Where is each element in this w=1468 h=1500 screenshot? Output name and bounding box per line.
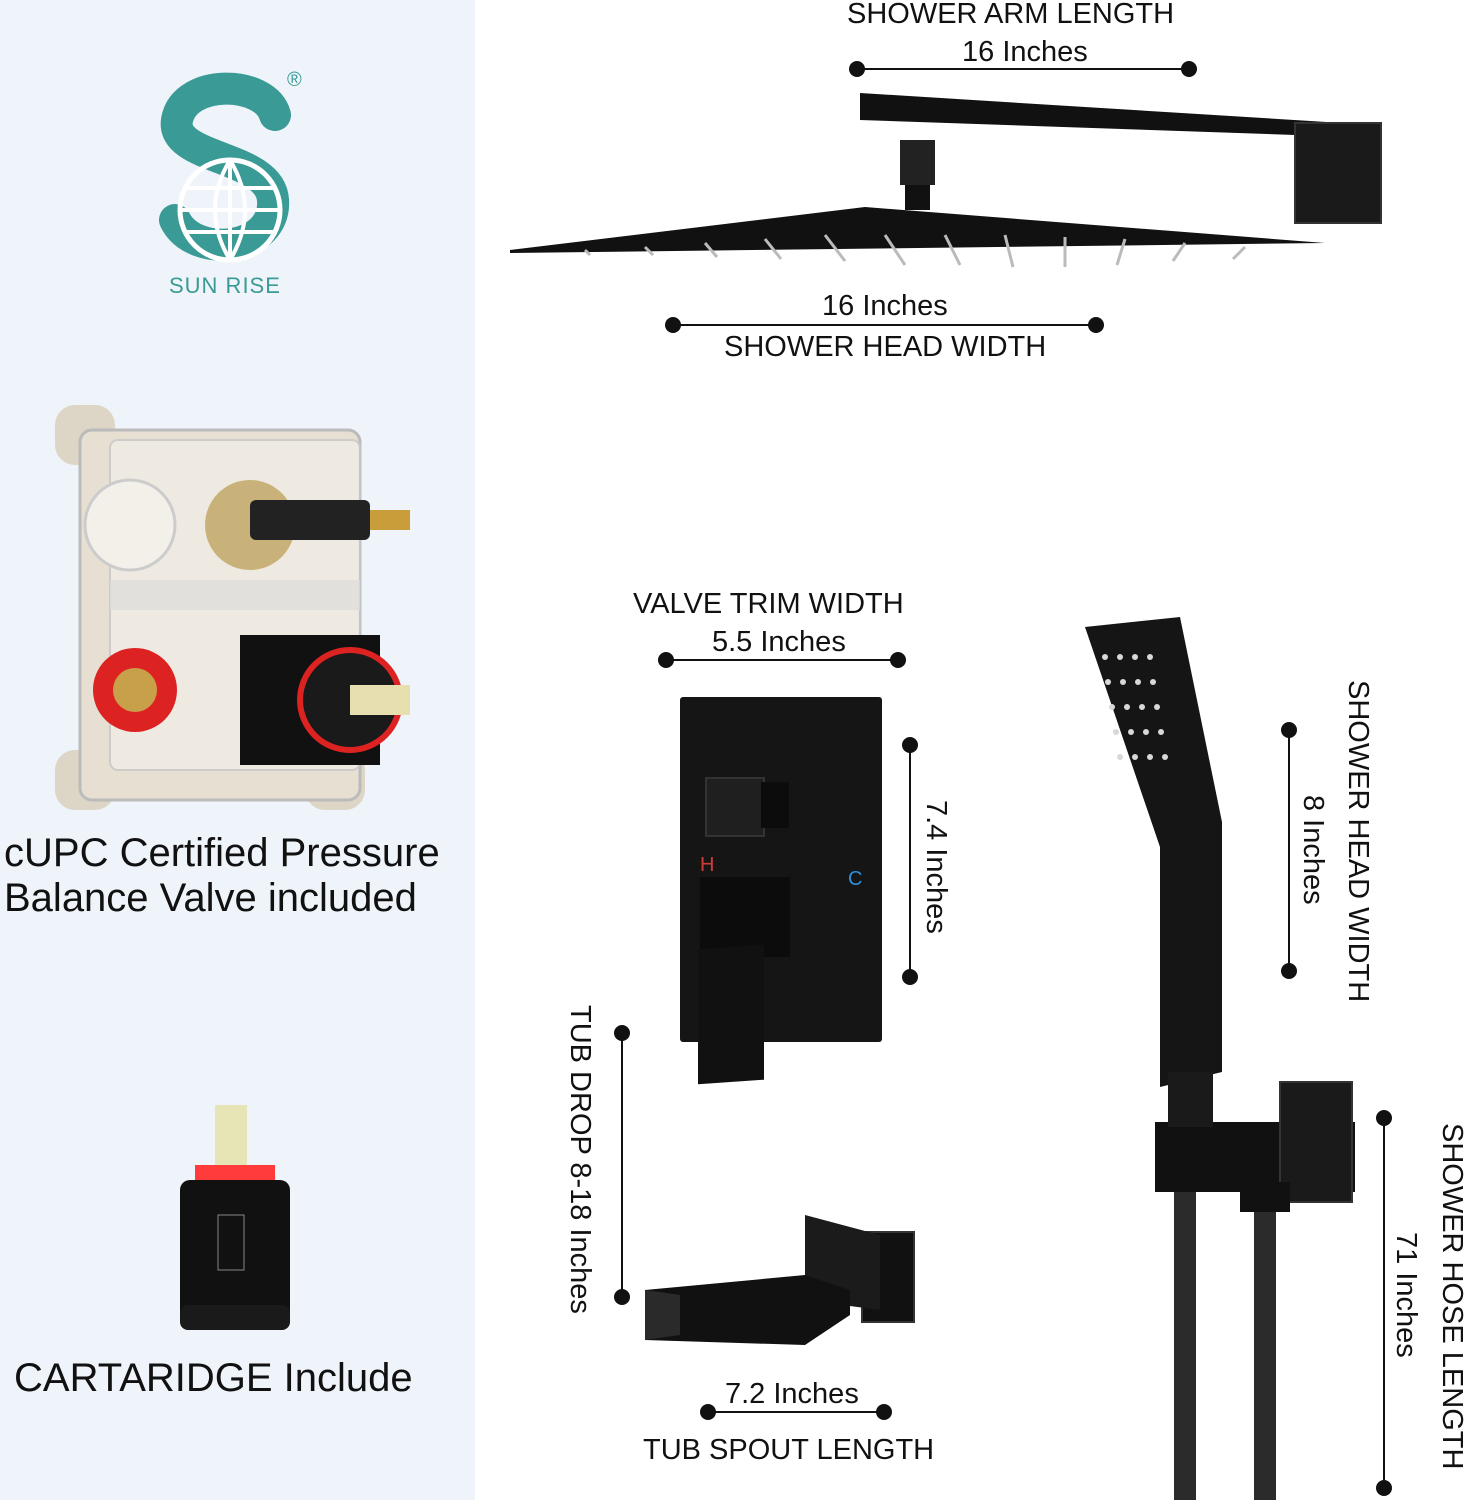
- cartridge-image: [170, 1105, 300, 1335]
- hand-shower-dimension-start: [1281, 722, 1297, 738]
- tub-spout-icon: [645, 1215, 915, 1345]
- shower-head-dimension-line: [673, 324, 1096, 326]
- valve-handle-lever: [698, 944, 764, 1085]
- sunrise-logo-icon: [159, 72, 291, 263]
- rain-shower-head-icon: [510, 93, 1382, 268]
- rain-shower-head-image: [505, 85, 1385, 285]
- valve-box-image: [50, 400, 420, 815]
- hot-marker: H: [700, 854, 715, 876]
- shower-arm-dimension-line: [857, 68, 1189, 70]
- shower-arm-value: 16 Inches: [962, 36, 1088, 68]
- tub-spout-image: [640, 1210, 920, 1350]
- shower-head-label: SHOWER HEAD WIDTH: [724, 331, 1047, 363]
- valve-trim-dimension-end: [890, 652, 906, 668]
- cartridge-caption: CARTARIDGE Include: [14, 1356, 413, 1400]
- valve-handle: [700, 877, 790, 957]
- hose-dimension-line: [1383, 1118, 1385, 1490]
- shower-arm-dimension-end: [1181, 61, 1197, 77]
- tub-spout-value: 7.2 Inches: [725, 1378, 859, 1410]
- brand-logo: ® SUN RISE: [159, 69, 315, 300]
- diverter-knob: [705, 777, 765, 837]
- registered-mark: ®: [287, 69, 302, 91]
- hose-dimension-start: [1376, 1110, 1392, 1126]
- tub-spout-dimension-start: [700, 1404, 716, 1420]
- hose-dimension-end: [1376, 1480, 1392, 1496]
- hand-shower-dimension-line: [1288, 730, 1290, 972]
- valve-trim-height-value: 7.4 Inches: [920, 800, 952, 934]
- tub-spout-dimension-line: [708, 1411, 884, 1413]
- tub-drop-dimension-end: [614, 1289, 630, 1305]
- tub-drop-label: TUB DROP 8-18 Inches: [564, 1005, 596, 1314]
- shower-head-dimension-end: [1088, 317, 1104, 333]
- shower-arm-dimension-start: [849, 61, 865, 77]
- valve-trim-label: VALVE TRIM WIDTH: [633, 588, 904, 620]
- valve-caption-line-2: Balance Valve included: [4, 876, 417, 920]
- shower-arm-label: SHOWER ARM LENGTH: [847, 0, 1175, 30]
- hand-shower-value: 8 Inches: [1297, 795, 1329, 905]
- brand-name: SUN RISE: [169, 273, 281, 298]
- tub-drop-dimension-start: [614, 1025, 630, 1041]
- hand-shower-icon: [1085, 617, 1355, 1500]
- cold-marker: C: [848, 868, 863, 890]
- valve-trim-height-start: [902, 737, 918, 753]
- hand-shower-dimension-end: [1281, 963, 1297, 979]
- hose-label: SHOWER HOSE LENGTH: [1436, 1123, 1468, 1470]
- valve-trim-height-end: [902, 969, 918, 985]
- cartridge-icon: [180, 1105, 290, 1330]
- tub-spout-label: TUB SPOUT LENGTH: [643, 1434, 935, 1466]
- tub-drop-dimension-line: [621, 1033, 623, 1297]
- valve-trim-value: 5.5 Inches: [712, 626, 846, 658]
- valve-trim-height-line: [909, 745, 911, 977]
- hose-value: 71 Inches: [1390, 1232, 1422, 1358]
- shower-head-dimension-start: [665, 317, 681, 333]
- valve-trim-dimension-start: [658, 652, 674, 668]
- valve-trim-dimension-line: [666, 659, 898, 661]
- shower-head-value: 16 Inches: [822, 290, 948, 322]
- valve-trim-plate: H C: [680, 697, 882, 1085]
- rough-in-valve-icon: [55, 405, 410, 810]
- valve-caption-line-1: cUPC Certified Pressure: [4, 831, 440, 875]
- tub-spout-dimension-end: [876, 1404, 892, 1420]
- hand-shower-image: [1080, 617, 1360, 1500]
- hand-shower-label: SHOWER HEAD WIDTH: [1342, 680, 1374, 1003]
- diverter-knob-side: [761, 782, 789, 828]
